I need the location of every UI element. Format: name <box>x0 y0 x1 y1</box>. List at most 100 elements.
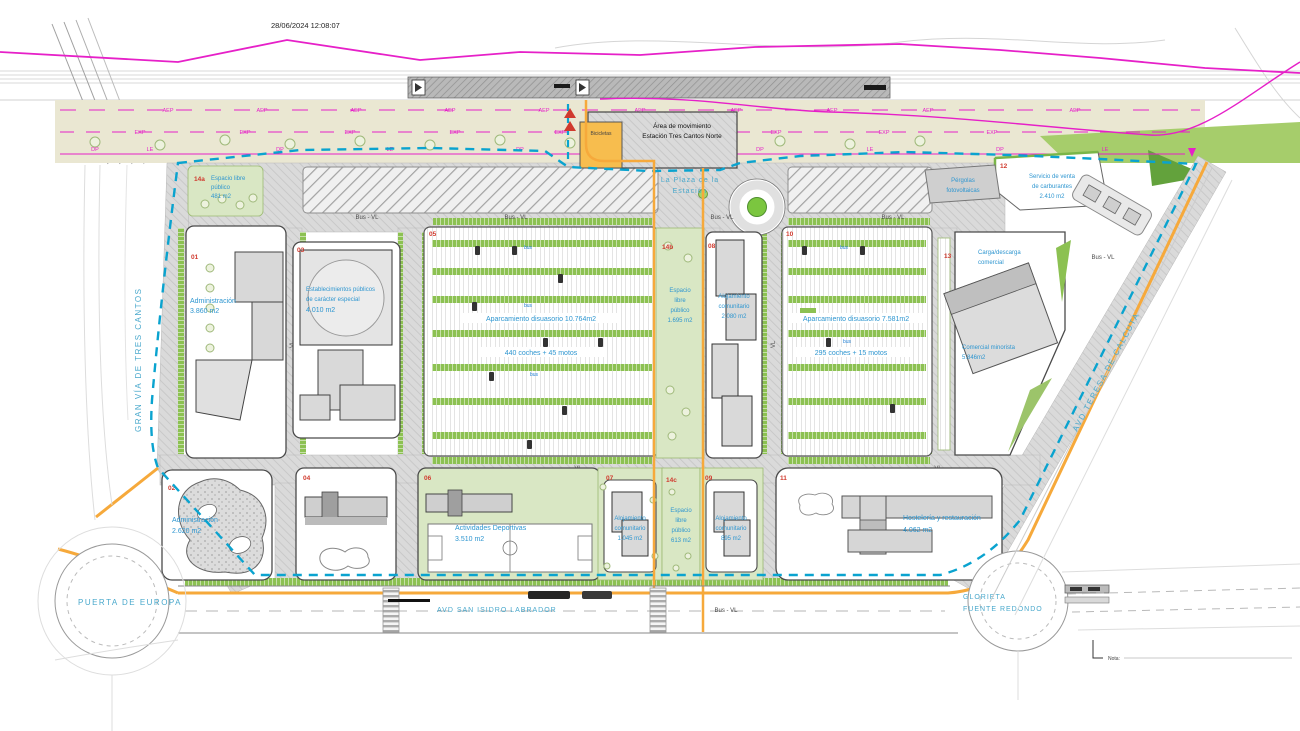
zone-label: Administración <box>172 517 218 524</box>
zone-number: 08 <box>708 243 716 250</box>
crosswalk <box>649 587 667 633</box>
zone-label: público <box>671 528 691 534</box>
zone-number: 14a <box>194 176 205 183</box>
zone-label: público <box>670 308 690 314</box>
vl-label: VL <box>771 340 777 348</box>
section-marker-icon <box>564 108 576 118</box>
exp-label: EXP <box>770 130 781 136</box>
utility-line-exp: EXP EXP EXP EXP EXP EXP EXP EXP EXP <box>60 130 1190 136</box>
zone-label: comunitario <box>715 526 747 532</box>
zone-label: Servicio de venta <box>1029 174 1076 180</box>
zone-capacity: 440 coches + 45 motos <box>505 350 578 357</box>
zone-label: público <box>211 185 231 191</box>
central-street-orange-west <box>584 100 656 632</box>
aep-label: AEP <box>730 108 741 114</box>
zone-11: 11 Hostelería y restauración 4.062 m2 <box>775 467 1003 581</box>
zone-number: 04 <box>303 475 311 482</box>
zone-02: 02 Administración 2.620 m2 <box>161 469 273 581</box>
bus-vehicle <box>582 591 612 599</box>
pergolas-label: fotovoltaicas <box>946 188 979 194</box>
zone-label: Alojamiento <box>614 516 646 522</box>
bus-vl-label: Bus - VL <box>504 215 528 221</box>
zone-14b: 14b Espacio libre público 1.695 m2 <box>655 227 705 459</box>
exp-label: EXP <box>986 130 997 136</box>
zone-14c: 14c Espacio libre público 613 m2 <box>661 467 701 581</box>
bus-marker: bus <box>843 339 852 345</box>
footnote-label: Nota: <box>1108 656 1120 662</box>
site-boundary-cyan <box>150 146 1198 577</box>
zone-label: comunitario <box>614 526 646 532</box>
aep-label: AEP <box>538 108 549 114</box>
zone-number: 07 <box>606 475 614 482</box>
exp-label: EXP <box>344 130 355 136</box>
aep-label: AEP <box>350 108 361 114</box>
roundabout-name: PUERTA DE EUROPA <box>78 598 182 607</box>
aep-label: AEP <box>444 108 455 114</box>
zone-area: 2.080 m2 <box>721 314 747 320</box>
zone-label: Espacio libre <box>211 176 246 182</box>
zone-number: 09 <box>705 475 713 482</box>
zone-label: Carga/descarga <box>978 250 1021 256</box>
zone-area: 4.010 m2 <box>306 307 335 314</box>
zone-06: 06 Actividades Deportivas 3.510 m2 <box>417 467 601 581</box>
zone-label: Establecimientos públicos <box>306 287 375 293</box>
zone-label: comercial <box>978 260 1004 266</box>
bus-marker: bus <box>840 245 849 251</box>
le-label: LE <box>867 147 874 153</box>
rail-platform <box>407 76 891 99</box>
bus-vehicle <box>528 591 570 599</box>
zone-14a: 14a Espacio libre público 481 m2 <box>187 165 264 217</box>
zone-area: 613 m2 <box>671 538 692 544</box>
bus-vl-label: Bus - VL <box>1091 255 1115 261</box>
pergolas: Pérgolas fotovoltaicas <box>924 164 1001 204</box>
zone-number: 12 <box>1000 163 1008 170</box>
le-label: LE <box>387 147 394 153</box>
dp-label: DP <box>996 147 1004 153</box>
zone-area: 2.410 m2 <box>1039 194 1065 200</box>
bus-vl-label: Bus - VL <box>355 215 379 221</box>
fuel-station <box>1072 174 1152 236</box>
zone-number: 14b <box>662 244 673 251</box>
zone-area: 895 m2 <box>721 536 742 542</box>
zone-number: 05 <box>429 231 437 238</box>
zone-label: de carácter especial <box>306 297 360 303</box>
roundabout-name: GLORIETA <box>963 594 1006 601</box>
building-label: Comercial minorista <box>962 345 1016 351</box>
aep-label: AEP <box>1069 108 1080 114</box>
exp-label: EXP <box>449 130 460 136</box>
bus-vl-label: Bus - VL <box>710 215 734 221</box>
road-gran-via-edge <box>156 162 191 471</box>
zone-number: 14c <box>666 477 677 484</box>
station-label: Área de movimiento <box>653 121 711 130</box>
zone-03: 03 Establecimientos públicos de carácter… <box>292 241 401 439</box>
bus-marker: bus <box>524 245 533 251</box>
zone-10-parking: bus bus Aparcamiento disuasorio 7.581m2 … <box>781 226 933 457</box>
bus-vl-label: Bus - VL <box>881 215 905 221</box>
zone-label: Alojamiento <box>718 294 750 300</box>
zone-label: libre <box>674 298 686 304</box>
aep-label: AEP <box>256 108 267 114</box>
bus-marker: bus <box>530 372 539 378</box>
zone-label: Actividades Deportivas <box>455 525 527 532</box>
roundabout-name: FUENTE REDONDO <box>963 606 1043 613</box>
roundabout-fuente-redondo: GLORIETA FUENTE REDONDO <box>963 550 1300 652</box>
parked-cars <box>472 246 603 449</box>
le-label: LE <box>147 147 154 153</box>
magenta-arrow <box>1188 148 1196 157</box>
zone-number: 13 <box>944 253 952 260</box>
zone-04: 04 <box>295 467 397 581</box>
dp-label: DP <box>276 147 284 153</box>
zone-label: de carburantes <box>1032 184 1072 190</box>
contour-magenta-1 <box>0 39 1300 74</box>
zone-label: Espacio <box>669 288 691 294</box>
zone-07: 07 Alojamiento comunitario 1.045 m2 <box>597 467 663 581</box>
corridor-trees <box>89 134 926 151</box>
plan-timestamp: 28/06/2024 12:08:07 <box>271 21 340 30</box>
dp-label: DP <box>756 147 764 153</box>
exp-label: EXP <box>239 130 250 136</box>
crosswalk <box>382 587 400 633</box>
zone-number: 06 <box>424 475 432 482</box>
zone-label: Aparcamiento disuasorio 7.581m2 <box>803 316 909 323</box>
